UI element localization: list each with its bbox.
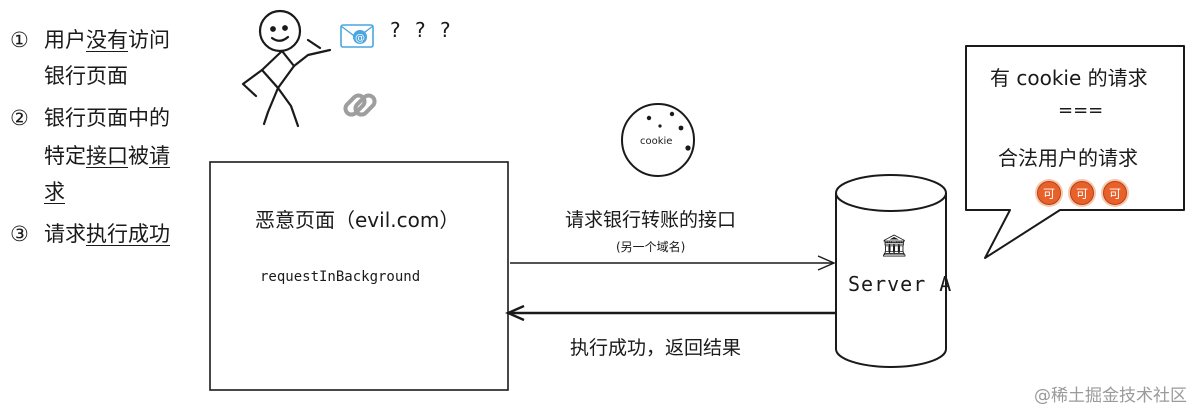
evil-page-title: 恶意页面（evil.com） <box>255 208 460 232</box>
server-cylinder <box>835 174 947 368</box>
question-marks: ? ? ? <box>390 18 455 42</box>
approval-badges: 可 可 可 <box>1037 181 1127 205</box>
bank-icon: 🏛 <box>880 234 908 259</box>
evil-page-box <box>209 161 509 391</box>
mail-icon: @ <box>340 24 374 48</box>
svg-text:@: @ <box>355 33 365 44</box>
step-1-cont: 银行页面 <box>44 64 128 88</box>
bubble-line-2: === <box>1058 100 1104 121</box>
approval-badge: 可 <box>1103 181 1127 205</box>
watermark: @稀土掘金技术社区 <box>1034 386 1187 406</box>
request-label: 请求银行转账的接口 <box>565 209 737 231</box>
cookie-label: cookie <box>640 136 673 147</box>
response-label: 执行成功，返回结果 <box>570 337 742 359</box>
speech-bubble <box>965 45 1185 259</box>
bubble-line-3: 合法用户的请求 <box>998 146 1138 170</box>
step-2-cont2: 求 <box>44 180 65 204</box>
bubble-line-1: 有 cookie 的请求 <box>990 66 1148 90</box>
user-figure <box>241 9 332 128</box>
request-sublabel: (另一个域名) <box>616 240 686 254</box>
server-label: Server A <box>848 272 953 296</box>
cookie-icon <box>621 103 695 177</box>
approval-badge: 可 <box>1070 181 1094 205</box>
step-2-cont: 特定接口被请 <box>44 144 170 168</box>
approval-badge: 可 <box>1037 181 1061 205</box>
evil-page-code: requestInBackground <box>260 269 421 285</box>
response-arrow <box>505 304 836 322</box>
link-icon <box>343 93 377 117</box>
request-arrow <box>510 255 836 271</box>
